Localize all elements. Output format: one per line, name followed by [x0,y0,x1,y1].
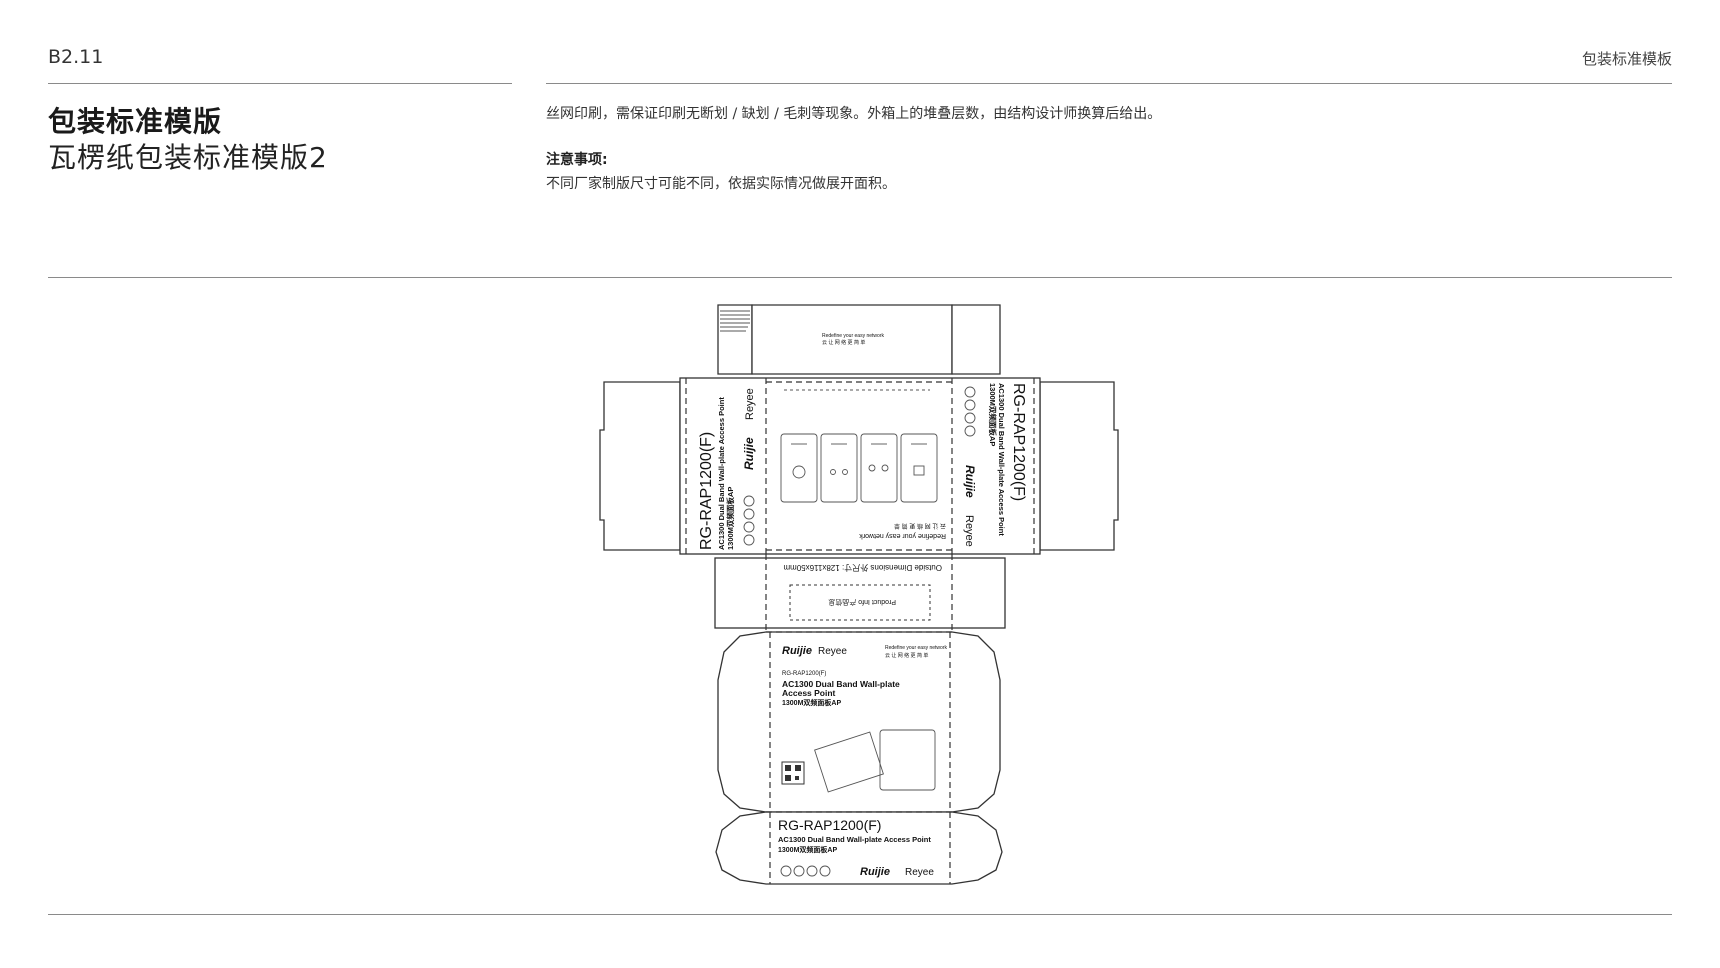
section-divider-top [48,277,1672,278]
slogan-front: Redefine your easy network [885,645,947,651]
main-top-panel [679,377,1041,555]
device-diagrams [780,389,938,503]
model-right-rotated: RG-RAP1200(F) [1010,383,1027,501]
model-bottom: RG-RAP1200(F) [778,817,881,833]
section-title: 包装标准模板 [1581,50,1672,68]
top-tuck-flap [717,304,1001,375]
left-side-print: RG-RAP1200(F) AC1300 Dual Band Wall-plat… [698,388,756,550]
product-line2-front: Access Point [782,688,836,698]
bottom-panel: RG-RAP1200(F) AC1300 Dual Band Wall-plat… [715,811,1003,885]
product-name-left-rotated: AC1300 Dual Band Wall-plate Access Point [717,397,726,550]
brand-ruijie-left: Ruijie [742,437,756,470]
slogan-top-flap: Redefine your easy network 云 让 网 络 更 简 单 [822,333,884,346]
slogan-cn-top: 云 让 网 络 更 简 单 [822,339,865,346]
slogan-inverted-text: Redefine your easy network [859,532,946,539]
product-name-right-rotated: AC1300 Dual Band Wall-plate Access Point [997,383,1006,536]
brand-reyee-left: Reyee [744,388,756,420]
model-front-small: RG-RAP1200(F) [782,671,826,677]
page-title: 包装标准模版 [48,105,223,138]
brand-ruijie-bottom: Ruijie [860,866,890,878]
side-flap-left [599,381,681,551]
brand-ruijie-right: Ruijie [963,465,977,498]
brand-reyee-bottom: Reyee [905,867,934,878]
product-line1-front: AC1300 Dual Band Wall-plate [782,679,900,689]
slogan-cn-inverted-text: 云 让 网 络 更 简 单 [894,522,946,530]
slogan-cn-front: 云 让 网 络 更 简 单 [885,652,928,659]
front-panel: Ruijie Reyee Redefine your easy network … [717,631,1001,813]
brand-reyee-front: Reyee [818,646,847,657]
product-cn-right-rotated: 1300M双频面板AP [988,383,998,446]
product-info-inverted: Product Info 产品信息 [828,598,896,607]
product-cn-bottom: 1300M双频面板AP [778,845,837,854]
model-left-rotated: RG-RAP1200(F) [698,432,715,550]
product-cn-left-rotated: 1300M双频面板AP [725,487,735,550]
product-full-bottom: AC1300 Dual Band Wall-plate Access Point [778,835,931,844]
brand-ruijie-front: Ruijie [782,645,812,657]
product-cn-front: 1300M双频面板AP [782,698,841,707]
dimension-text-inverted: Outside Dimensions 外尺寸: 128x116x50mm [783,563,942,573]
side-flap-right [1039,381,1119,551]
note-title: 注意事项: [546,152,608,168]
right-side-print: RG-RAP1200(F) AC1300 Dual Band Wall-plat… [963,383,1027,547]
dimension-panel: Outside Dimensions 外尺寸: 128x116x50mm Pro… [714,554,1006,632]
header-rule-right [546,83,1672,84]
slogan-inverted: Redefine your easy network 云 让 网 络 更 简 单 [859,522,946,539]
header-rule-left [48,83,512,84]
slogan-top: Redefine your easy network [822,333,884,339]
section-divider-bottom [48,914,1672,915]
note-text: 不同厂家制版尺寸可能不同，依据实际情况做展开面积。 [546,176,896,192]
page-code: B2.11 [48,46,104,68]
brand-reyee-right: Reyee [963,515,975,547]
description-text: 丝网印刷，需保证印刷无断划 / 缺划 / 毛刺等现象。外箱上的堆叠层数，由结构设… [546,106,1162,122]
page-subtitle: 瓦楞纸包装标准模版2 [48,141,328,174]
